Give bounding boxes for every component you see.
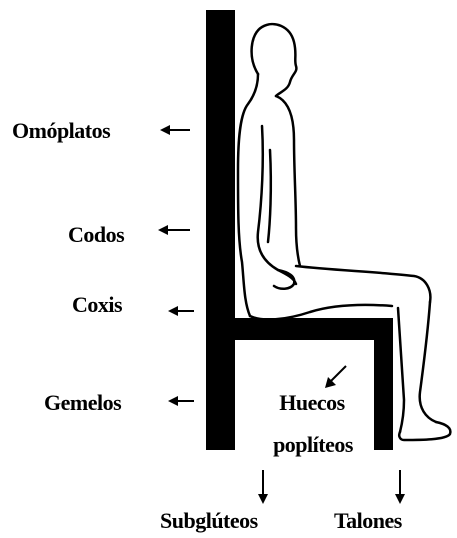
figure-back: [238, 74, 258, 316]
figure-arm: [258, 126, 296, 284]
figure-thigh-bottom: [250, 305, 392, 320]
arrow-subgluteos: [258, 470, 268, 504]
figure-forearm: [268, 150, 271, 242]
label-coxis: Coxis: [72, 294, 122, 316]
chair-seat: [233, 318, 393, 450]
label-huecos-line2: poplíteos: [258, 434, 368, 456]
seated-figure: [238, 24, 450, 440]
figure-thigh-top: [296, 266, 430, 302]
arrow-gemelos: [168, 396, 194, 406]
figure-chest: [276, 96, 300, 266]
label-gemelos: Gemelos: [44, 392, 121, 414]
arrow-codos: [158, 225, 190, 235]
label-omoplatos: Omóplatos: [12, 120, 110, 142]
figure-shin-front: [420, 302, 436, 422]
figure-head: [252, 24, 297, 96]
label-codos: Codos: [68, 224, 124, 246]
label-talones: Talones: [334, 510, 402, 532]
arrow-huecos: [325, 366, 346, 388]
arrow-coxis: [168, 306, 194, 316]
label-huecos-line1: Huecos: [262, 392, 362, 414]
figure-shin-back: [398, 308, 404, 432]
figure-foot: [399, 422, 450, 440]
arrow-talones: [395, 470, 405, 504]
chair-backrest: [206, 10, 235, 450]
arrow-omoplatos: [160, 125, 190, 135]
label-subgluteos: Subglúteos: [160, 510, 258, 532]
